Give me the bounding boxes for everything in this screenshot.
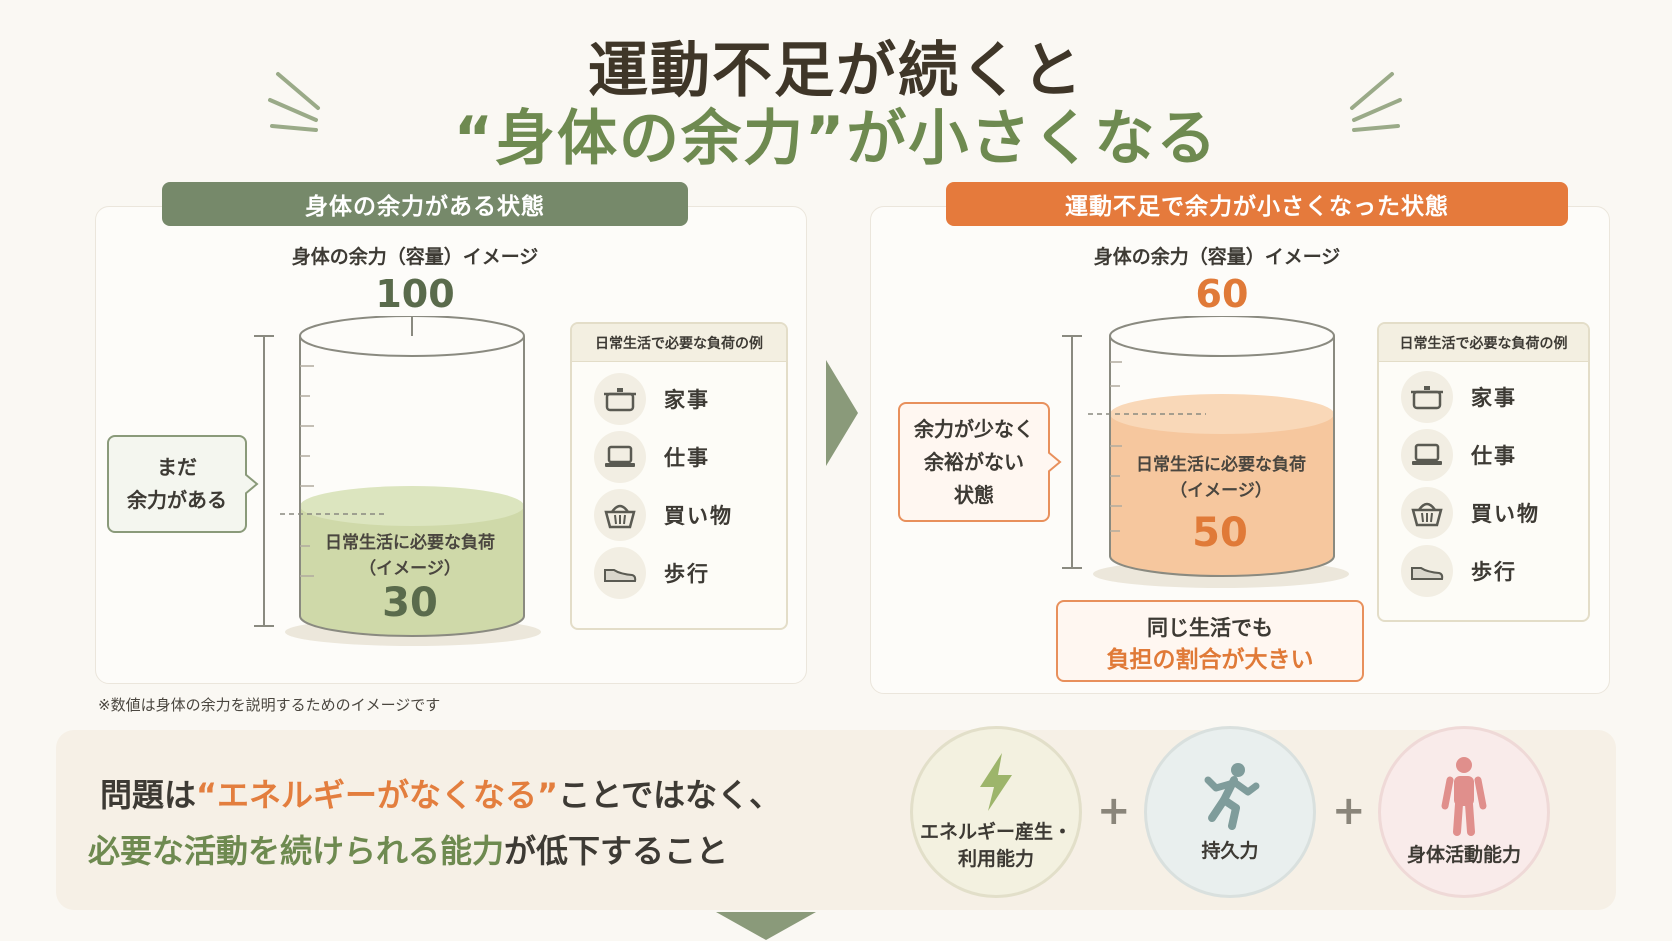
left-load-label: 日常生活に必要な負荷 （イメージ）	[300, 530, 520, 582]
title-line2: “身体の余力”が小さくなる	[453, 104, 1219, 174]
left-callout: まだ 余力がある	[107, 435, 247, 533]
laptop-icon	[594, 431, 646, 483]
right-capacity-cylinder	[1062, 316, 1349, 588]
example-label: 仕事	[1471, 444, 1517, 468]
right-load-value: 50	[1192, 510, 1248, 556]
message-line1-a: 問題は	[100, 776, 197, 814]
right-callout-pointer	[1048, 451, 1062, 473]
left-load-sub: （イメージ）	[359, 559, 461, 579]
accent-strokes-left	[268, 72, 320, 132]
title-line1: 運動不足が続くと	[588, 36, 1084, 106]
pot-icon	[594, 373, 646, 425]
left-example-item: 買い物	[572, 486, 786, 544]
ability-energy-label2: 利用能力	[957, 848, 1034, 870]
message-line2: 必要な活動を続けられる能力が低下すること	[88, 826, 728, 872]
shoe-icon	[1401, 545, 1453, 597]
lightning-icon	[980, 753, 1012, 811]
ability-endurance: 持久力	[1144, 726, 1316, 898]
right-capacity-label: 身体の余力（容量）イメージ	[1093, 246, 1341, 268]
right-callout-line1: 余力が少なく	[914, 416, 1034, 441]
example-label: 仕事	[664, 446, 710, 470]
basket-icon	[594, 489, 646, 541]
example-label: 買い物	[664, 504, 733, 528]
example-label: 歩行	[664, 562, 710, 586]
right-examples-heading: 日常生活で必要な負荷の例	[1379, 324, 1588, 362]
right-capacity-value: 60	[1195, 272, 1249, 316]
left-callout-line1: まだ	[157, 455, 197, 479]
ability-endurance-label: 持久力	[1201, 839, 1259, 862]
right-load-label: 日常生活に必要な負荷 （イメージ）	[1110, 452, 1332, 504]
message-line2-highlight: 必要な活動を続けられる能力	[88, 832, 505, 870]
right-banner: 運動不足で余力が小さくなった状態	[946, 182, 1568, 226]
left-capacity-label: 身体の余力（容量）イメージ	[291, 246, 539, 268]
example-label: 買い物	[1471, 502, 1540, 526]
right-callout: 余力が少なく 余裕がない 状態	[898, 402, 1050, 522]
example-label: 家事	[664, 388, 710, 412]
right-callout-line3: 状態	[954, 482, 994, 507]
runner-icon	[1204, 762, 1260, 830]
left-example-item: 家事	[572, 370, 786, 428]
right-burden-line2: 負担の割合が大きい	[1106, 647, 1314, 673]
ability-physical: 身体活動能力	[1378, 726, 1550, 898]
right-example-item: 仕事	[1379, 426, 1588, 484]
example-label: 家事	[1471, 386, 1517, 410]
message-line1: 問題は“エネルギーがなくなる”ことではなく、	[100, 770, 781, 816]
right-burden-box: 同じ生活でも 負担の割合が大きい	[1056, 600, 1364, 682]
left-examples-heading: 日常生活で必要な負荷の例	[572, 324, 786, 362]
left-callout-pointer	[245, 473, 259, 495]
right-examples-box: 日常生活で必要な負荷の例 家事 仕事 買い物 歩行	[1377, 322, 1590, 622]
ability-physical-label: 身体活動能力	[1406, 843, 1521, 866]
left-capacity-cylinder	[254, 316, 541, 646]
left-example-item: 歩行	[572, 544, 786, 602]
left-example-item: 仕事	[572, 428, 786, 486]
left-banner: 身体の余力がある状態	[162, 182, 688, 226]
left-load-value: 30	[382, 580, 438, 626]
transition-arrow-icon	[826, 360, 858, 466]
person-icon	[1441, 756, 1487, 836]
right-load-sub: （イメージ）	[1170, 481, 1272, 501]
right-example-item: 買い物	[1379, 484, 1588, 542]
left-load-label-text: 日常生活に必要な負荷	[325, 533, 495, 553]
example-label: 歩行	[1471, 560, 1517, 584]
right-load-label-text: 日常生活に必要な負荷	[1136, 455, 1306, 475]
ability-energy: エネルギー産生・ 利用能力	[910, 726, 1082, 898]
left-capacity-value: 100	[375, 272, 455, 316]
footnote: ※数値は身体の余力を説明するためのイメージです	[98, 696, 441, 714]
left-examples-box: 日常生活で必要な負荷の例 家事 仕事 買い物 歩行	[570, 322, 788, 630]
right-example-item: 家事	[1379, 368, 1588, 426]
plus-sign: +	[1332, 788, 1366, 834]
message-line2-b: が低下すること	[504, 832, 729, 870]
ability-energy-label: エネルギー産生・ 利用能力	[920, 819, 1072, 873]
bottom-message-band	[56, 730, 1616, 910]
right-callout-line2: 余裕がない	[924, 449, 1024, 474]
right-burden-line1: 同じ生活でも	[1147, 616, 1273, 640]
down-arrow-icon	[716, 912, 816, 940]
pot-icon	[1401, 371, 1453, 423]
ability-energy-label1: エネルギー産生・	[919, 821, 1072, 843]
plus-sign: +	[1097, 788, 1131, 834]
message-line1-highlight: “エネルギーがなくなる”	[196, 776, 559, 814]
right-example-item: 歩行	[1379, 542, 1588, 600]
accent-strokes-right	[1350, 72, 1402, 132]
basket-icon	[1401, 487, 1453, 539]
message-line1-b: ことではなく、	[558, 776, 782, 814]
shoe-icon	[594, 547, 646, 599]
laptop-icon	[1401, 429, 1453, 481]
left-callout-line2: 余力がある	[127, 488, 227, 512]
